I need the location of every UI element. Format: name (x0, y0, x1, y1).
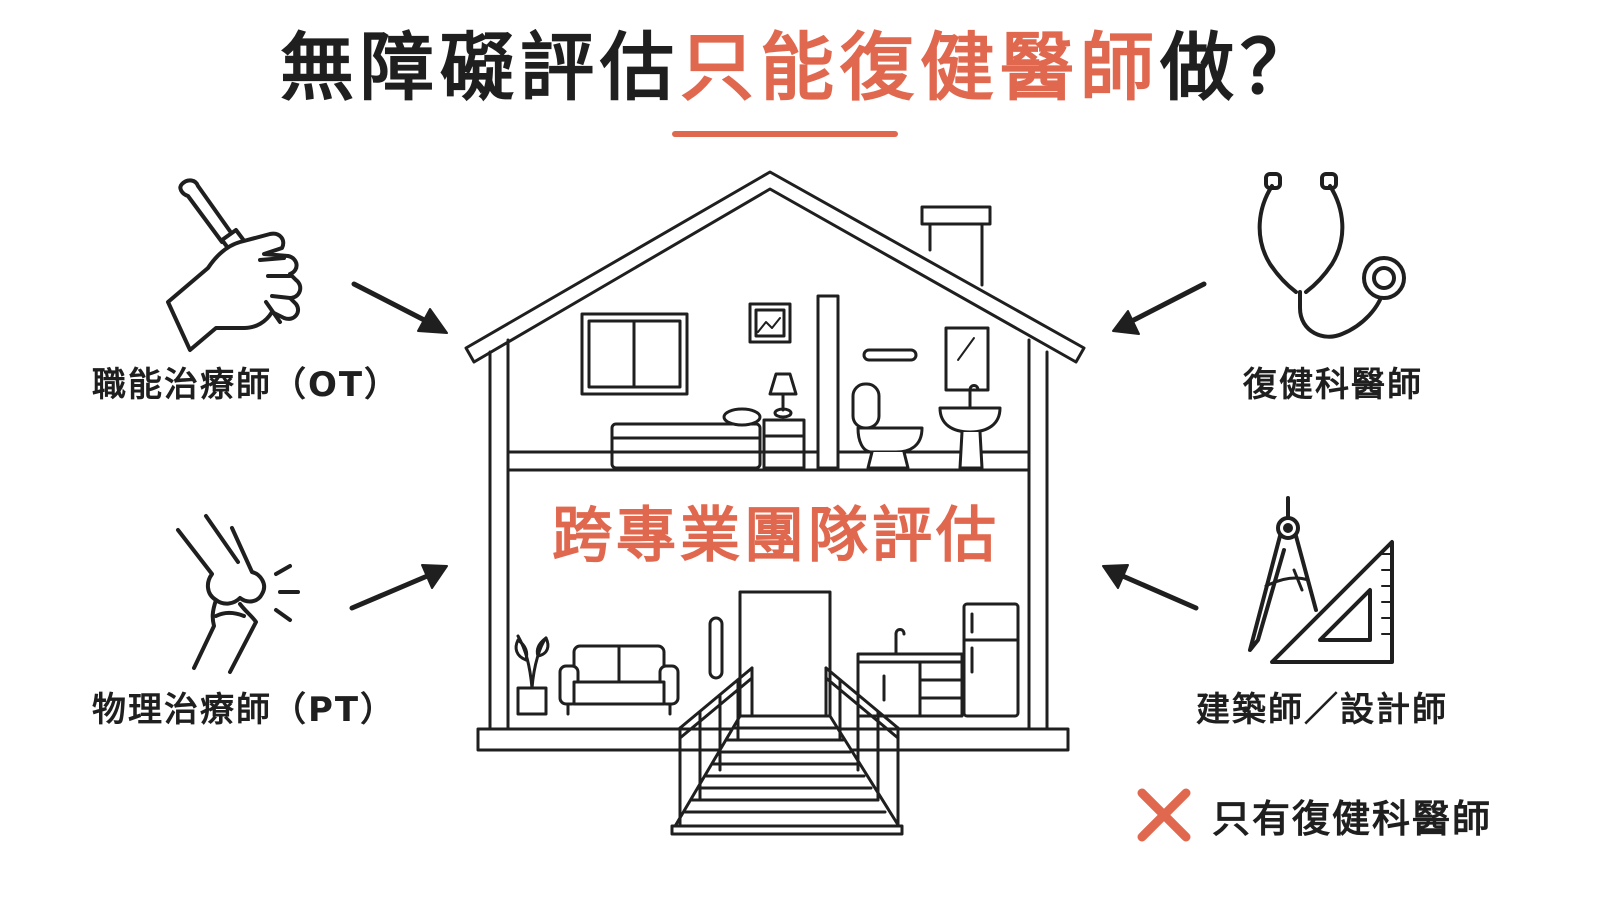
stethoscope-icon (1257, 172, 1406, 339)
knee-joint-icon (176, 514, 300, 674)
ramp-handrail-left (678, 666, 754, 828)
house-walls (488, 338, 1049, 730)
title-highlight: 只能復健醫師 (680, 25, 1160, 111)
arrow-arch (1102, 564, 1199, 611)
house-roof (464, 170, 1086, 364)
note-wrong-statement: 只有復健科醫師 (1134, 780, 1492, 850)
ramp-handrail-right (824, 666, 900, 828)
front-door (738, 590, 832, 722)
center-label-team-assessment: 跨專業團隊評估 (552, 501, 1000, 571)
label-architect-designer: 建築師／設計師 (1196, 690, 1448, 730)
toilet (851, 382, 924, 470)
wall-picture (748, 302, 792, 344)
x-mark-icon (1137, 788, 1191, 842)
nightstand (762, 372, 806, 470)
label-physical-therapist: 物理治療師（PT） (92, 690, 397, 730)
title-suffix: 做？ (1160, 25, 1320, 111)
bathroom-sink (938, 326, 1002, 470)
door-grab-bar (708, 616, 724, 680)
chimney (920, 205, 992, 287)
bathroom-partition (816, 294, 840, 470)
label-occupational-therapist: 職能治療師（OT） (92, 365, 401, 405)
note-text: 只有復健科醫師 (1212, 796, 1493, 841)
bedroom-window (580, 312, 689, 396)
bed (610, 407, 762, 470)
sofa (558, 644, 680, 716)
arrow-pt (349, 564, 448, 611)
label-rehab-physician: 復健科醫師 (1243, 365, 1423, 405)
potted-plant (514, 634, 550, 716)
kitchen-counter (856, 628, 964, 718)
screwdriver-hand-icon (166, 178, 303, 352)
arrow-rehab (1112, 281, 1207, 335)
compass-triangle-ruler-icon (1248, 496, 1394, 664)
title-underline (672, 131, 898, 137)
bathroom-grab-bar (862, 348, 918, 362)
refrigerator (962, 602, 1020, 718)
accessible-ramp (670, 714, 904, 836)
arrow-ot (351, 281, 448, 334)
title-prefix: 無障礙評估 (280, 25, 680, 111)
page-title: 無障礙評估只能復健醫師做？ (0, 18, 1600, 118)
